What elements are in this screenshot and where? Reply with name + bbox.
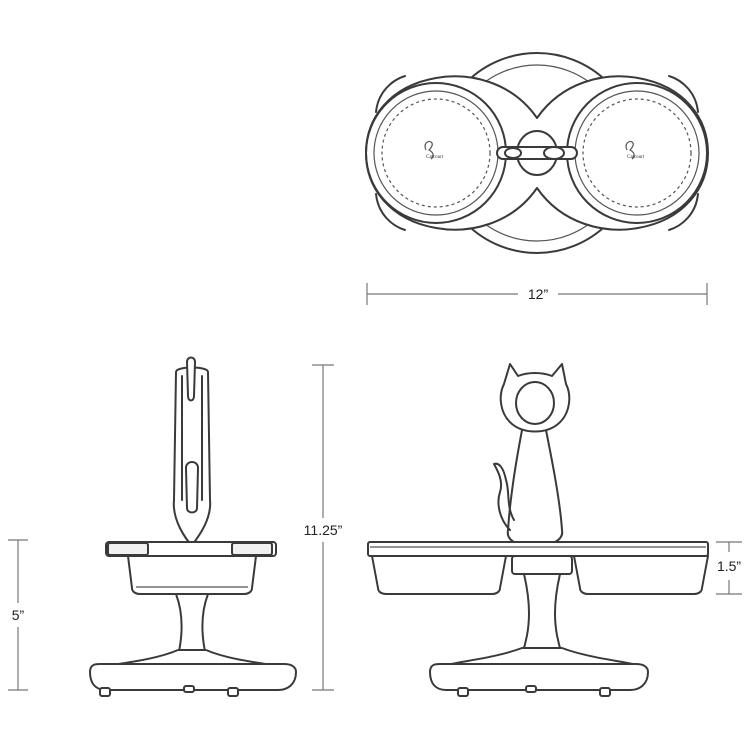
front-foot-2: [525, 685, 537, 693]
right-bowl-floor: [582, 98, 692, 208]
side-foot-3: [227, 687, 239, 697]
overall-height-label: 11.25”: [304, 522, 343, 538]
base-height-label: 5”: [12, 607, 25, 623]
tray-tab-top-left: [375, 75, 406, 113]
cat-logo-icon: [625, 140, 635, 160]
cat-tail: [493, 462, 515, 531]
side-foot-2: [183, 685, 195, 693]
tray-tab-top-right: [668, 75, 699, 113]
side-tray-tab-left: [107, 542, 149, 556]
side-handle-top-knob: [186, 356, 196, 402]
cat-body: [506, 419, 564, 547]
front-bowl-right: [573, 555, 709, 595]
front-foot-1: [457, 687, 469, 697]
tray-tab-bottom-left: [375, 193, 406, 231]
center-handle-top: [496, 130, 578, 176]
side-view: 5” 11.25”: [8, 356, 343, 697]
tray-tab-bottom-right: [668, 193, 699, 231]
base-height-dimension: 5”: [8, 539, 28, 691]
cat-logo-icon: [424, 140, 434, 160]
side-tray-tab-right: [231, 542, 273, 556]
side-handle-lower-knob: [185, 461, 199, 514]
front-tray: [367, 541, 709, 557]
handle-knob-left: [504, 147, 522, 159]
right-bowl-logo: Catcourt: [625, 140, 645, 160]
front-bowl-left: [371, 555, 507, 595]
cat-face-hole: [515, 381, 555, 425]
front-pedestal: [521, 573, 563, 655]
bowl-height-dimension: 1.5”: [716, 541, 742, 595]
right-bowl-logo-text: Catcourt: [627, 155, 645, 160]
left-bowl-logo-text: Catcourt: [426, 155, 444, 160]
top-view: Catcourt Catcourt 12”: [365, 52, 709, 305]
side-pedestal: [175, 593, 209, 657]
width-label: 12”: [528, 286, 549, 302]
overall-height-dimension: 11.25”: [304, 364, 343, 691]
left-bowl-logo: Catcourt: [424, 140, 444, 160]
handle-knob-right: [543, 146, 565, 160]
bowl-height-label: 1.5”: [717, 558, 741, 574]
front-collar: [511, 555, 573, 575]
handle-bar: [496, 146, 578, 160]
front-view: 1.5”: [367, 363, 742, 697]
front-base: [429, 663, 649, 691]
side-bowl: [127, 555, 257, 595]
side-foot-1: [99, 687, 111, 697]
left-bowl-floor: [381, 98, 491, 208]
width-dimension: 12”: [366, 283, 708, 305]
front-foot-3: [599, 687, 611, 697]
